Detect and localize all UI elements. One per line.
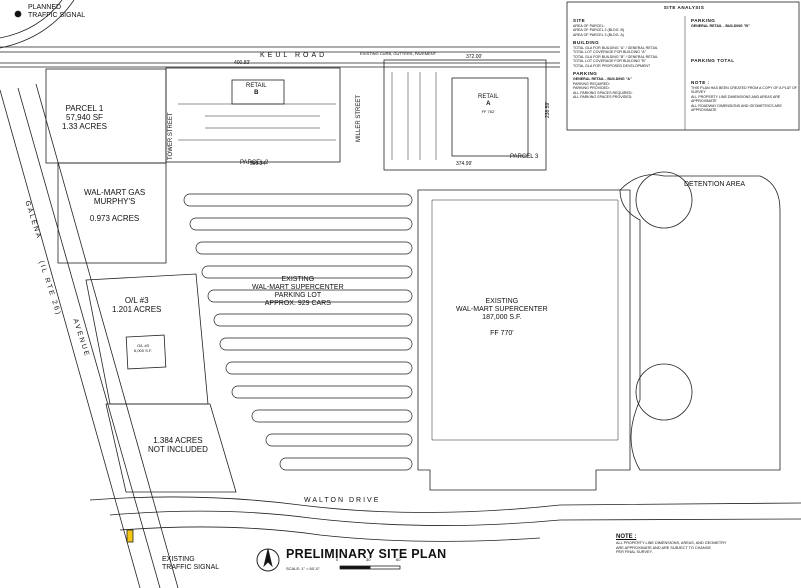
panel-parking-row: PARKING PROVIDED: bbox=[573, 86, 610, 91]
site-analysis-panel: SITE ANALYSIS SITE AREA OF PARCEL: AREA … bbox=[567, 0, 801, 132]
dim-374: 374.99' bbox=[456, 161, 473, 167]
bottom-note-line: PER FINAL SURVEY. bbox=[616, 550, 653, 555]
plan-title: PRELIMINARY SITE PLAN bbox=[286, 547, 447, 561]
galena-avenue-lines bbox=[0, 83, 179, 588]
scale-bar bbox=[339, 565, 401, 570]
panel-parking-total: PARKING TOTAL bbox=[691, 58, 735, 64]
gas-parcel-boundary bbox=[57, 162, 167, 264]
dim-372: 372.00' bbox=[466, 54, 483, 60]
dim-400: 400.83' bbox=[234, 60, 251, 66]
ol3-building bbox=[125, 334, 167, 370]
detention-area-label: DETENTION AREA bbox=[684, 181, 746, 188]
panel-building: BUILDING bbox=[573, 40, 600, 46]
panel-note-row: ALL PROPERTY LINE DIMENSIONS AND AREAS A… bbox=[691, 94, 781, 104]
miller-street-label: MILLER STREET bbox=[356, 94, 362, 142]
walton-drive-lines bbox=[89, 496, 801, 542]
panel-building-row: TOTAL GLA FOR PROPOSED DEVELOPMENT bbox=[573, 63, 651, 68]
walmart-store-footprint bbox=[417, 189, 631, 491]
panel-note-row: ALL ROADWAY DIMENSIONS AND GEOMETRICS AR… bbox=[691, 103, 782, 113]
main-lot-parking-rows bbox=[183, 193, 413, 471]
not-included-boundary bbox=[105, 403, 237, 493]
parcel-2-label: PARCEL 2 bbox=[240, 160, 269, 166]
north-arrow-icon bbox=[263, 548, 273, 568]
panel-building-row: TOTAL GLA FOR BUILDING "B" / GENERAL RET… bbox=[573, 54, 658, 59]
panel-parking-2: PARKING bbox=[691, 18, 716, 23]
parcel-3-boundary bbox=[383, 59, 547, 171]
detention-pond-south bbox=[635, 363, 693, 421]
panel-parking: PARKING bbox=[573, 71, 598, 77]
parcel-2-boundary bbox=[165, 67, 341, 163]
panel-parking-row: ALL PARKING SPACES PROVIDED: bbox=[573, 95, 633, 100]
panel-building-row: TOTAL GLA FOR BUILDING "A" / GENERAL RET… bbox=[573, 45, 658, 50]
walmart-store-inner bbox=[431, 199, 619, 441]
panel-parking-row: ALL PARKING SPACES REQUIRED: bbox=[573, 90, 633, 95]
retail-a-building bbox=[451, 77, 529, 157]
parcel-2-parking bbox=[178, 103, 336, 141]
site-analysis-heading: SITE ANALYSIS bbox=[663, 5, 705, 10]
panel-site-row: AREA OF PARCEL 3 (BLDG. A) bbox=[573, 32, 624, 37]
planned-signal-icon bbox=[14, 10, 22, 18]
panel-gen-a: GENERAL RETAIL - BUILDING "A" bbox=[573, 77, 632, 82]
detention-area bbox=[619, 174, 781, 471]
panel-building-row: TOTAL LOT COVERAGE FOR BUILDING "B" bbox=[573, 59, 646, 64]
scale-tick-60: 60 bbox=[396, 557, 401, 562]
panel-site-row: AREA OF PARCEL: bbox=[573, 23, 605, 28]
walton-drive-label: WALTON DRIVE bbox=[304, 497, 381, 504]
site-analysis-frame bbox=[566, 1, 800, 131]
bottom-note-line: ALL PROPERTY LINE DIMENSIONS, AREAS, AND… bbox=[616, 541, 727, 546]
ol3-boundary bbox=[85, 273, 209, 405]
north-approach-road bbox=[0, 0, 75, 49]
keul-road-lines bbox=[0, 46, 560, 68]
tower-street-label: TOWER STREET bbox=[168, 112, 174, 160]
scale-tick-30: 30 bbox=[366, 557, 371, 562]
panel-note-row: THIS PLAN HAS BEEN CREATED FROM A COPY O… bbox=[691, 85, 797, 95]
panel-building-row: TOTAL LOT COVERAGE FOR BUILDING "A" bbox=[573, 50, 646, 55]
dim-399: 399.24' bbox=[250, 161, 267, 167]
panel-site-row: AREA OF PARCEL 2 (BLDG. B) bbox=[573, 28, 625, 33]
scale-tick-0: 0 bbox=[336, 557, 339, 562]
panel-site: SITE bbox=[573, 18, 586, 23]
bottom-note-heading: NOTE : bbox=[616, 534, 637, 540]
dim-238: 238.59' bbox=[545, 101, 551, 118]
existing-signal-icon bbox=[126, 529, 134, 543]
parcel-3-label: PARCEL 3 bbox=[510, 154, 539, 160]
panel-parking-row: PARKING REQUIRED: bbox=[573, 81, 610, 86]
panel-gen-b: GENERAL RETAIL - BUILDING "B" bbox=[691, 23, 750, 28]
keul-road-note: EXISTING CURB, GUTTERS, PAVEMENT bbox=[360, 51, 437, 56]
scale-label: SCALE: 1" = 60'-0" bbox=[286, 566, 320, 571]
detention-pond-north bbox=[635, 171, 693, 229]
parcel-3-parking bbox=[391, 72, 437, 160]
bottom-note-line: ARE APPROXIMATE AND ARE SUBJECT TO CHANG… bbox=[616, 545, 712, 550]
panel-note: NOTE : bbox=[691, 79, 710, 85]
bottom-note: NOTE : ALL PROPERTY LINE DIMENSIONS, ARE… bbox=[616, 534, 796, 555]
keul-road-label: KEUL ROAD bbox=[260, 52, 328, 59]
